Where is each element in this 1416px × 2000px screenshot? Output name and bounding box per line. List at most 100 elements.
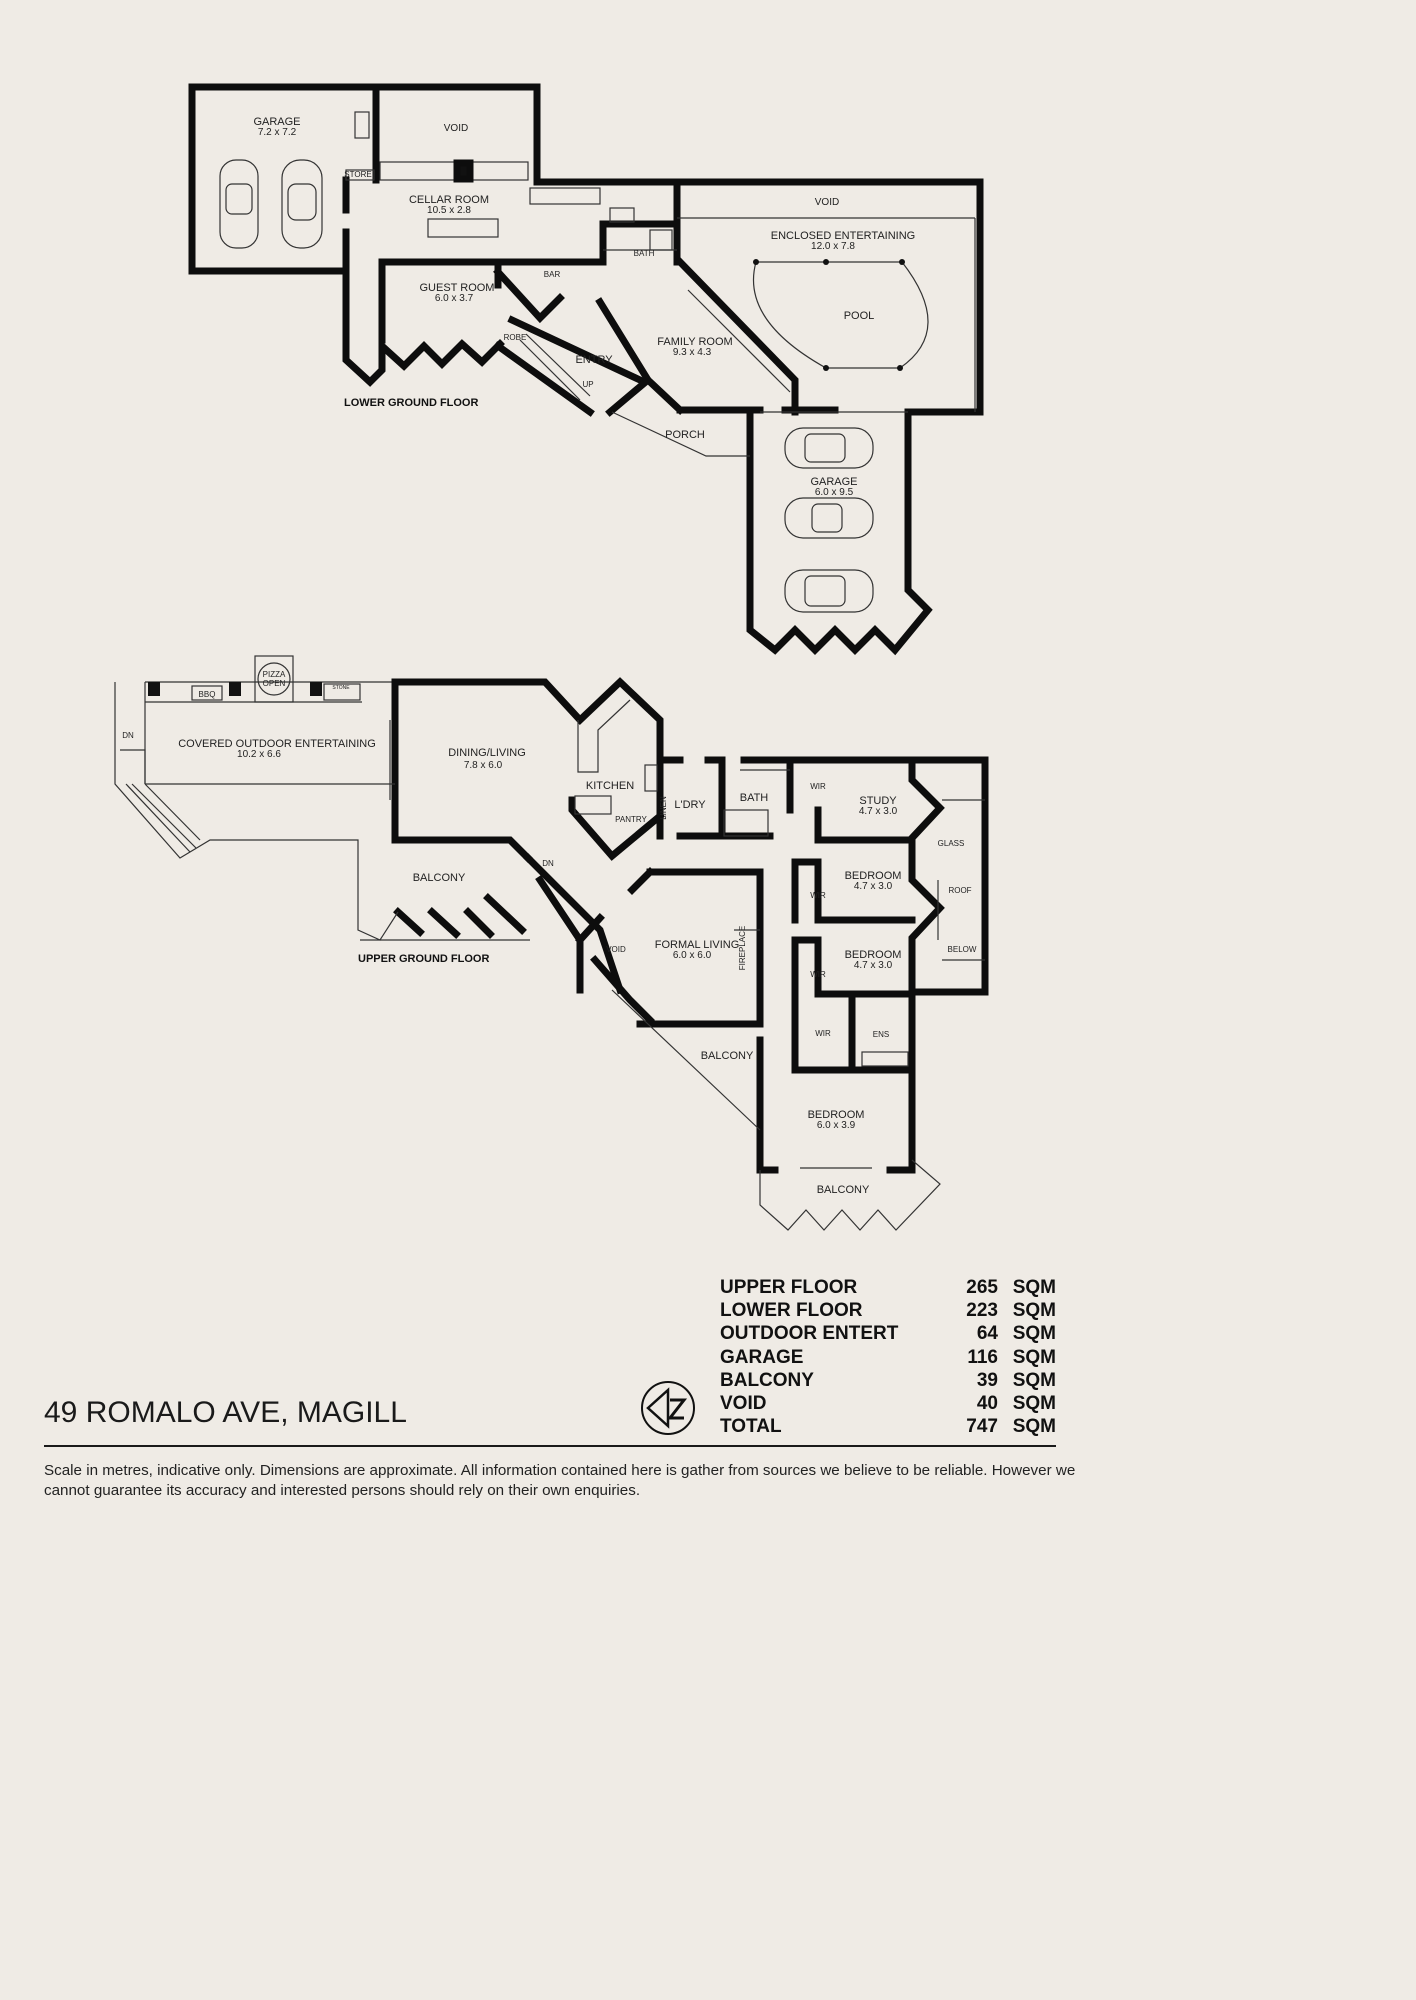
- label-bath-upper: BATH: [740, 792, 769, 804]
- area-unit: SQM: [1012, 1299, 1056, 1321]
- label-robe: ROBE: [504, 333, 527, 342]
- divider: [44, 1445, 1056, 1447]
- label-laundry: L'DRY: [674, 799, 706, 811]
- area-row-balcony: BALCONY 39 SQM: [720, 1369, 1056, 1392]
- label-balcony-1: BALCONY: [413, 872, 466, 884]
- area-value: 747: [966, 1416, 998, 1438]
- label-fireplace: FIREPLACE: [738, 926, 747, 970]
- label-bar: BAR: [544, 270, 561, 279]
- pool-post: [823, 259, 829, 265]
- compass-logo-icon: [641, 1381, 695, 1435]
- dim-family-room: 9.3 x 4.3: [673, 347, 712, 358]
- area-label: UPPER FLOOR: [720, 1276, 858, 1298]
- label-wir-2: WIR: [810, 891, 826, 900]
- dim-bedroom-2: 4.7 x 3.0: [854, 960, 893, 971]
- label-pool: POOL: [844, 310, 875, 322]
- area-row-void: VOID 40 SQM: [720, 1392, 1056, 1415]
- label-dining-living: DINING/LIVING: [448, 747, 526, 759]
- label-wir-3: WIR: [810, 970, 826, 979]
- label-upper-ground-floor: UPPER GROUND FLOOR: [358, 953, 489, 965]
- area-unit: SQM: [1012, 1323, 1056, 1345]
- dim-bedroom-1: 4.7 x 3.0: [854, 881, 893, 892]
- label-family-room: FAMILY ROOM: [657, 336, 732, 348]
- label-formal-living: FORMAL LIVING: [655, 939, 740, 951]
- dim-formal-living: 6.0 x 6.0: [673, 950, 712, 961]
- label-below: BELOW: [948, 945, 977, 954]
- label-void-b: VOID: [815, 197, 839, 208]
- area-value: 40: [976, 1393, 998, 1415]
- label-dn-a: DN: [122, 731, 134, 740]
- upper-ground-floor-walls: [114, 677, 989, 1174]
- label-bbq: BBQ: [199, 690, 216, 699]
- label-void-a: VOID: [444, 123, 468, 134]
- upper-ground-floor-thin-lines: [114, 655, 985, 1231]
- label-wir-4: WIR: [815, 1029, 831, 1038]
- lower-garage-cars: [219, 159, 874, 613]
- label-bath-lower: BATH: [634, 249, 655, 258]
- area-label: LOWER FLOOR: [720, 1299, 863, 1321]
- post: [310, 682, 322, 696]
- label-balcony-3: BALCONY: [817, 1184, 870, 1196]
- dim-covered-outdoor: 10.2 x 6.6: [237, 749, 281, 760]
- dim-enclosed-entertaining: 12.0 x 7.8: [811, 241, 855, 252]
- property-address: 49 ROMALO AVE, MAGILL: [44, 1396, 407, 1429]
- dim-guest-room: 6.0 x 3.7: [435, 293, 474, 304]
- label-cellar-room: CELLAR ROOM: [409, 194, 489, 206]
- label-pantry: PANTRY: [615, 815, 647, 824]
- label-entry: ENTRY: [575, 354, 613, 366]
- pool-post: [899, 259, 905, 265]
- floor-plan: GARAGE 7.2 x 7.2 VOID STORE CELLAR ROOM …: [114, 83, 989, 1231]
- label-covered-outdoor: COVERED OUTDOOR ENTERTAINING: [178, 738, 376, 750]
- label-roof: ROOF: [948, 886, 971, 895]
- label-wir-1: WIR: [810, 782, 826, 791]
- label-lower-ground-floor: LOWER GROUND FLOOR: [344, 397, 478, 409]
- area-unit: SQM: [1012, 1416, 1056, 1438]
- label-linen: LINEN: [659, 796, 668, 820]
- label-porch: PORCH: [665, 429, 705, 441]
- area-label: BALCONY: [720, 1369, 814, 1391]
- area-label: GARAGE: [720, 1346, 804, 1368]
- area-value: 39: [976, 1369, 998, 1391]
- dim-study: 4.7 x 3.0: [859, 806, 898, 817]
- label-enclosed-entertaining: ENCLOSED ENTERTAINING: [771, 230, 915, 242]
- area-row-upper-floor: UPPER FLOOR 265 SQM: [720, 1276, 1056, 1299]
- label-glass: GLASS: [938, 839, 965, 848]
- dim-bedroom-3: 6.0 x 3.9: [817, 1120, 856, 1131]
- area-unit: SQM: [1012, 1393, 1056, 1415]
- area-value: 265: [966, 1276, 998, 1298]
- label-balcony-2: BALCONY: [701, 1050, 754, 1062]
- label-pizza: PIZZA: [263, 670, 286, 679]
- pool-post: [753, 259, 759, 265]
- label-ens: ENS: [873, 1030, 889, 1039]
- area-unit: SQM: [1012, 1346, 1056, 1368]
- area-label: TOTAL: [720, 1416, 782, 1438]
- post: [148, 682, 160, 696]
- lower-ground-floor-thin-lines: [345, 111, 976, 457]
- label-stone-bench: STONE: [332, 685, 350, 691]
- label-up: UP: [582, 380, 593, 389]
- pool-post: [823, 365, 829, 371]
- label-dn-b: DN: [542, 859, 554, 868]
- label-bedroom-2: BEDROOM: [845, 949, 902, 961]
- label-kitchen: KITCHEN: [586, 780, 634, 792]
- dim-garage-a: 7.2 x 7.2: [258, 127, 297, 138]
- label-garage-b: GARAGE: [810, 476, 857, 488]
- area-value: 223: [966, 1299, 998, 1321]
- area-row-lower-floor: LOWER FLOOR 223 SQM: [720, 1299, 1056, 1322]
- area-schedule: UPPER FLOOR 265 SQM LOWER FLOOR 223 SQM …: [720, 1276, 1056, 1439]
- label-bedroom-1: BEDROOM: [845, 870, 902, 882]
- label-study: STUDY: [859, 795, 897, 807]
- area-row-garage: GARAGE 116 SQM: [720, 1346, 1056, 1369]
- label-garage-a: GARAGE: [253, 116, 300, 128]
- label-void-c: VOID: [606, 945, 626, 954]
- area-value: 116: [967, 1346, 998, 1368]
- area-value: 64: [976, 1323, 998, 1345]
- pool-post: [897, 365, 903, 371]
- area-label: VOID: [720, 1393, 767, 1415]
- label-guest-room: GUEST ROOM: [420, 282, 495, 294]
- label-store: STORE: [344, 170, 371, 179]
- label-pizza-open: OPEN: [263, 679, 286, 688]
- dim-garage-b: 6.0 x 9.5: [815, 487, 854, 498]
- lower-ground-floor-walls: [188, 83, 984, 656]
- post: [229, 682, 241, 696]
